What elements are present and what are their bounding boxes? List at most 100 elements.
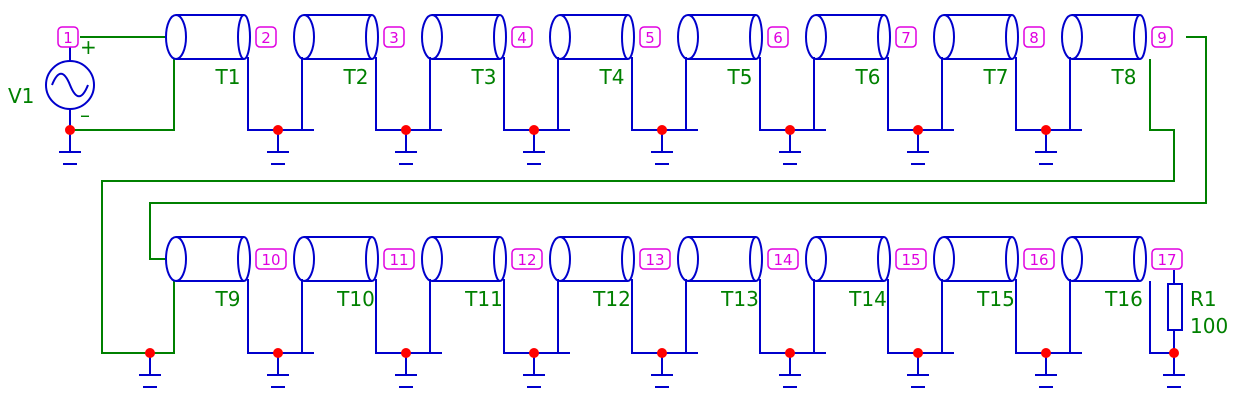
- shield-wire: [1015, 57, 1082, 131]
- junction-dot: [529, 125, 539, 135]
- resistor-label: R1: [1190, 287, 1217, 311]
- tline-right-end: [365, 14, 379, 60]
- node-box: [639, 248, 671, 270]
- junction-dot: [1169, 348, 1179, 358]
- node-label-17: 17: [1151, 248, 1183, 270]
- tline-body: [560, 236, 628, 282]
- tline-label: T4: [599, 65, 625, 89]
- shield-wire: [887, 279, 954, 354]
- ground-icon: [523, 353, 545, 388]
- tline-right-end: [365, 236, 379, 282]
- tline-label: T11: [464, 287, 503, 311]
- node-label-8: 8: [1023, 26, 1045, 48]
- junction-dot: [1041, 348, 1051, 358]
- tline-left-end: [421, 236, 443, 282]
- node-number: 14: [773, 251, 792, 269]
- ground-icon: [1035, 130, 1057, 165]
- ground-icon: [1035, 353, 1057, 388]
- tline-body: [176, 236, 244, 282]
- node-number: 9: [1157, 29, 1167, 47]
- node-box: [255, 248, 287, 270]
- tline-left-end: [805, 236, 827, 282]
- node-number: 16: [1029, 251, 1048, 269]
- tline-label: T7: [983, 65, 1009, 89]
- source-label: V1: [8, 84, 34, 108]
- ground-icon: [267, 130, 289, 165]
- transmission-line-t12: T12: [549, 236, 635, 311]
- node-box: [255, 26, 277, 48]
- tline-left-end: [933, 14, 955, 60]
- tline-left-end: [165, 14, 187, 60]
- tline-left-end: [421, 14, 443, 60]
- node-box: [511, 248, 543, 270]
- tline-label: T9: [215, 287, 241, 311]
- tline-label: T10: [336, 287, 375, 311]
- tline-label: T16: [1104, 287, 1143, 311]
- node-number: 15: [901, 251, 920, 269]
- resistor-value: 100: [1190, 314, 1228, 338]
- junction-dot: [913, 348, 923, 358]
- node-label-10: 10: [255, 248, 287, 270]
- tline-body: [304, 236, 372, 282]
- tline-body: [816, 236, 884, 282]
- node-number: 5: [645, 29, 655, 47]
- junction-dot: [145, 348, 155, 358]
- node-box: [767, 248, 799, 270]
- tline-label: T14: [848, 287, 887, 311]
- ground-icon: [779, 130, 801, 165]
- tline-left-end: [677, 236, 699, 282]
- junction-dot: [273, 348, 283, 358]
- junction-dot: [1041, 125, 1051, 135]
- tline-body: [432, 236, 500, 282]
- junction-dot: [657, 348, 667, 358]
- tline-label: T12: [592, 287, 631, 311]
- tline-right-end: [749, 236, 763, 282]
- tline-right-end: [621, 236, 635, 282]
- junction-dot: [913, 125, 923, 135]
- tline-left-end: [549, 14, 571, 60]
- junction-dot: [65, 125, 75, 135]
- junction-dot: [273, 125, 283, 135]
- junction-dot: [401, 125, 411, 135]
- source-circle: [45, 60, 95, 110]
- tline-body: [432, 14, 500, 60]
- resistor-body: [1167, 283, 1183, 331]
- load-resistor-r1: R1 100: [1167, 283, 1228, 338]
- node-label-11: 11: [383, 248, 415, 270]
- node-box: [767, 26, 789, 48]
- tline-left-end: [805, 14, 827, 60]
- node-number: 6: [773, 29, 783, 47]
- tline-left-end: [165, 236, 187, 282]
- tline-right-end: [877, 14, 891, 60]
- tline-label: T3: [471, 65, 497, 89]
- node-box: [383, 248, 415, 270]
- ground-icon: [651, 353, 673, 388]
- tline-right-end: [237, 236, 251, 282]
- node-label-9: 9: [1151, 26, 1173, 48]
- shield-wire: [503, 57, 570, 131]
- shield-wire: [247, 57, 314, 131]
- source-sine-icon: [51, 72, 89, 98]
- transmission-line-t5: T5: [677, 14, 763, 89]
- transmission-line-t16: T16: [1061, 236, 1147, 311]
- node-box: [895, 26, 917, 48]
- node-box: [1023, 26, 1045, 48]
- tline-right-end: [237, 14, 251, 60]
- node-label-13: 13: [639, 248, 671, 270]
- tline-body: [1072, 14, 1140, 60]
- ground-icon: [395, 353, 417, 388]
- tline-body: [176, 14, 244, 60]
- ground-icon: [523, 130, 545, 165]
- junction-dot: [529, 348, 539, 358]
- node-box: [1151, 26, 1173, 48]
- tline-right-end: [621, 14, 635, 60]
- node-label-16: 16: [1023, 248, 1055, 270]
- tline-right-end: [493, 236, 507, 282]
- load-shield-wire: [1149, 281, 1174, 354]
- shield-wire: [375, 57, 442, 131]
- transmission-line-t2: T2: [293, 14, 379, 89]
- node-label-1: 1: [57, 26, 79, 48]
- tline-label: T15: [976, 287, 1015, 311]
